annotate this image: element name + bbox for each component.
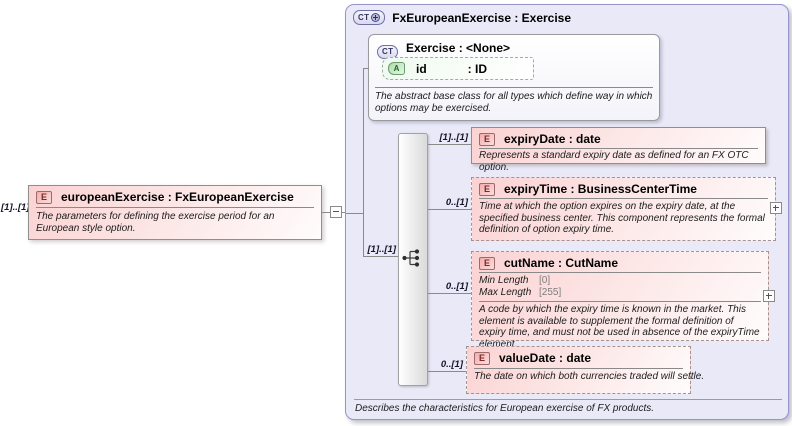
connector-line: [428, 209, 471, 210]
element-icon: E: [479, 182, 495, 196]
element-title: cutName : CutName: [504, 256, 619, 270]
connector-line: [428, 293, 471, 294]
attribute-name: id: [416, 61, 427, 76]
attribute-icon: A: [388, 62, 405, 75]
collapse-toggle[interactable]: [330, 206, 342, 218]
element-icon: E: [474, 351, 490, 365]
connector-line: [428, 371, 466, 372]
attribute-box-id[interactable]: A id : ID: [382, 57, 534, 80]
connector-line: [346, 213, 363, 214]
plus-icon: [773, 207, 779, 208]
connector-line: [363, 68, 364, 257]
facet-list: Min Length [0] Max Length [255]: [472, 273, 768, 301]
sequence-icon: [401, 248, 425, 268]
connector-line: [322, 212, 362, 213]
element-icon: E: [479, 132, 495, 146]
element-box-valuedate[interactable]: E valueDate : date The date on which bot…: [466, 346, 705, 394]
divider: [479, 198, 768, 199]
element-box-cutname[interactable]: E cutName : CutName Min Length [0] Max L…: [471, 251, 769, 350]
plus-icon: [766, 295, 772, 296]
facet-name: Max Length: [479, 286, 532, 298]
divider: [479, 148, 758, 149]
facet-row: Max Length [255]: [479, 287, 761, 299]
plus-icon: [371, 13, 381, 22]
cardinality-label: [1]..[1]: [1, 202, 30, 213]
cardinality-label: [1]..[1]: [439, 132, 469, 143]
element-description: Represents a standard expiry date as def…: [479, 150, 749, 173]
base-type-title: Exercise : <None>: [406, 41, 511, 55]
element-description: The date on which both currencies traded…: [474, 371, 705, 382]
divider: [479, 301, 761, 302]
cardinality-label: 0..[1]: [440, 359, 463, 370]
minus-icon: [333, 211, 339, 212]
complex-type-box-fxeuropeanexercise[interactable]: CT FxEuropeanExercise : Exercise CT Exer…: [345, 4, 789, 420]
cardinality-label: [1]..[1]: [367, 244, 397, 255]
complex-type-title: FxEuropeanExercise : Exercise: [392, 10, 572, 25]
element-description: A code by which the expiry time is known…: [479, 304, 760, 350]
facet-value: [255]: [539, 286, 562, 298]
cardinality-label: 0..[1]: [445, 197, 468, 208]
complex-type-footer: Describes the characteristics for Europe…: [355, 403, 655, 414]
sequence-group-bar[interactable]: [398, 133, 428, 386]
divider: [479, 272, 761, 273]
base-type-box-exercise[interactable]: CT Exercise : <None> A id : ID The abstr…: [368, 34, 660, 121]
divider: [354, 399, 782, 400]
element-description: Time at which the option expires on the …: [479, 201, 765, 235]
connector-line: [428, 144, 471, 145]
element-title: valueDate : date: [499, 351, 592, 365]
element-description: The parameters for defining the exercise…: [36, 211, 275, 234]
attribute-type: : ID: [467, 61, 488, 76]
element-title: europeanExercise : FxEuropeanExercise: [61, 190, 294, 204]
expand-toggle[interactable]: [770, 202, 782, 214]
element-icon: E: [36, 190, 52, 204]
facet-value: [0]: [539, 275, 551, 286]
element-title: expiryTime : BusinessCenterTime: [504, 182, 697, 196]
divider: [474, 368, 683, 369]
divider: [36, 207, 314, 208]
connector-line: [363, 68, 369, 69]
plus-icon: [775, 205, 776, 211]
element-box-expirytime[interactable]: E expiryTime : BusinessCenterTime Time a…: [471, 177, 776, 241]
facet-row: Min Length [0]: [479, 275, 761, 287]
element-box-europeanexercise[interactable]: E europeanExercise : FxEuropeanExercise …: [28, 185, 322, 240]
facet-name: Min Length: [479, 275, 529, 286]
plus-icon: [768, 293, 769, 299]
element-title: expiryDate : date: [504, 132, 601, 146]
base-type-description: The abstract base class for all types wh…: [375, 91, 653, 114]
complex-type-icon: CT: [353, 10, 386, 25]
element-icon: E: [479, 256, 495, 270]
cardinality-label: 0..[1]: [445, 281, 468, 292]
element-box-expirydate[interactable]: E expiryDate : date Represents a standar…: [471, 127, 766, 173]
divider: [375, 87, 653, 88]
complex-type-icon-label: CT: [358, 13, 370, 22]
expand-toggle[interactable]: [763, 290, 775, 302]
connector-line: [363, 256, 398, 257]
